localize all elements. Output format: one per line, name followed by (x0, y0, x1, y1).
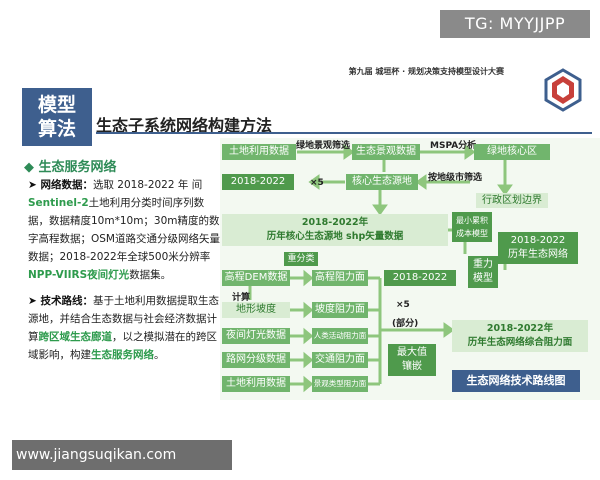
npp-highlight: NPP-VIIRS夜间灯光 (28, 269, 130, 281)
node-max-line-1: 最大值 (397, 347, 427, 358)
node-year-range-1: 2018-2022 (222, 174, 294, 190)
section-badge: 模型 算法 (22, 88, 92, 146)
tech-route-text-2: ，以之模拟潜在的跨区域影响，构建 (28, 331, 217, 361)
tech-route-paragraph: ➤ 技术路线：基于土地利用数据提取生态源地，并结合生态数据与社会经济数据计算跨区… (28, 292, 220, 364)
label-city-screen: 按地级市筛选 (428, 173, 483, 183)
node-admin-boundary: 行政区划边界 (476, 193, 548, 208)
section-heading: ◆ 生态服务网络 (24, 160, 117, 175)
node-eco-network: 2018-2022 历年生态网络 (498, 232, 578, 264)
node-max-line-2: 镶嵌 (402, 361, 422, 372)
node-night-light-data: 夜间灯光数据 (222, 328, 290, 344)
route-diagram-title: 生态网络技术路线图 (452, 370, 580, 392)
node-dem-data: 高程DEM数据 (222, 270, 290, 286)
label-mspa: MSPA分析 (430, 141, 477, 151)
node-gravity-model: 重力 模型 (468, 256, 498, 288)
node-net-line-1: 2018-2022 (510, 235, 566, 246)
node-traffic-resistance: 交通阻力面 (312, 352, 368, 368)
node-net-line-2: 历年生态网络 (508, 249, 568, 260)
footer-url: www.jiangsuqikan.com (12, 440, 232, 470)
badge-line-1: 模型 (37, 94, 76, 116)
node-road-data: 路网分级数据 (222, 352, 290, 368)
network-data-paragraph: ➤ 网络数据：选取 2018-2022 年 间 Sentinel-2土地利用分类… (28, 176, 220, 284)
node-landscape-type-resistance: 景观类型阻力面 (312, 376, 368, 392)
network-highlight: 生态服务网络 (91, 349, 154, 361)
page-title: 生态子系统网络构建方法 (96, 116, 273, 135)
network-data-label: ➤ 网络数据： (28, 179, 93, 191)
node-mcr-line-2: 成本模型 (456, 229, 488, 238)
label-calculate: 计算 (232, 293, 251, 303)
node-comp-line-1: 2018-2022年 (486, 323, 554, 334)
label-green-screen: 绿地景观筛选 (296, 141, 351, 151)
competition-logo-icon (544, 68, 582, 112)
node-elevation-resistance: 高程阻力面 (312, 270, 368, 286)
node-year-range-2: 2018-2022 (384, 270, 456, 286)
node-composite-resistance: 2018-2022年 历年生态网络综合阻力面 (452, 320, 588, 352)
label-times-5-a: ×5 (310, 178, 324, 188)
node-green-core: 绿地核心区 (474, 144, 550, 160)
sentinel-highlight: Sentinel-2 (28, 197, 89, 209)
watermark-label: TG: MYYJJPP (440, 10, 590, 38)
corridor-highlight: 跨区域生态廊道 (38, 331, 113, 343)
competition-name: 第九届 城垣杯 · 规划决策支持模型设计大赛 (348, 67, 504, 76)
tech-route-text-3: 。 (154, 349, 165, 361)
node-gravity-line-1: 重力 (473, 259, 493, 270)
node-slope-resistance: 坡度阻力面 (312, 302, 368, 318)
node-comp-line-2: 历年生态网络综合阻力面 (467, 337, 573, 348)
node-max-mosaic: 最大值 镶嵌 (388, 344, 436, 376)
label-partial: (部分) (392, 319, 419, 329)
node-land-use-data-2: 土地利用数据 (222, 376, 290, 392)
node-slope: 地形坡度 (222, 302, 290, 318)
node-land-use-data: 土地利用数据 (222, 144, 296, 160)
node-gravity-line-2: 模型 (473, 273, 493, 284)
tech-route-text-1: 基于土地利用数据提取生态源地，并结合生态数据与社会经济数据计算 (28, 295, 219, 343)
network-data-text-3: 数据集。 (129, 269, 172, 281)
node-shp-line-2: 历年核心生态源地 shp矢量数据 (266, 231, 404, 242)
node-mcr-model: 最小累积 成本模型 (452, 212, 492, 242)
node-core-source: 核心生态源地 (346, 174, 418, 190)
network-data-text-2: 土地利用分类时间序列数据，数据精度10m*10m；30m精度的数字高程数据；OS… (28, 197, 220, 263)
network-data-text-1: 选取 2018-2022 年 间 (92, 179, 203, 191)
badge-line-2: 算法 (37, 118, 76, 140)
node-human-resistance: 人类活动阻力面 (312, 328, 368, 344)
node-shp-vector: 2018-2022年 历年核心生态源地 shp矢量数据 (222, 214, 448, 246)
node-shp-line-1: 2018-2022年 (301, 217, 369, 228)
label-reclassify: 重分类 (284, 252, 318, 266)
node-mcr-line-1: 最小累积 (456, 216, 488, 225)
title-divider (96, 132, 592, 134)
label-times-5-b: ×5 (396, 300, 410, 310)
node-landscape-data: 生态景观数据 (352, 144, 420, 160)
tech-route-label: ➤ 技术路线： (28, 295, 93, 307)
